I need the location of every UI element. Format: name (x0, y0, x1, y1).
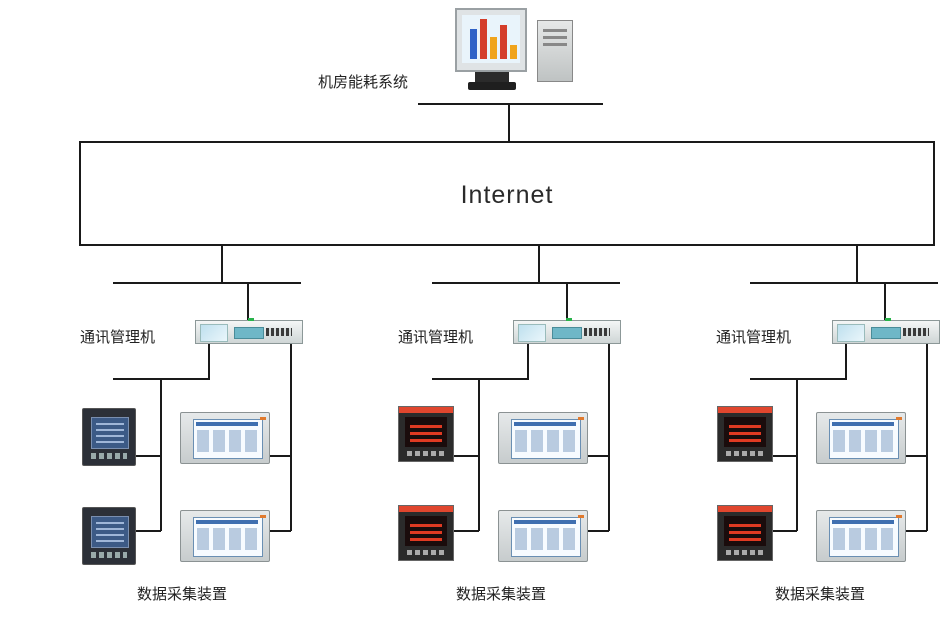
comm-manager-device-icon (195, 318, 303, 344)
monitor-icon (455, 8, 527, 72)
comm-manager-label: 通讯管理机 (716, 328, 792, 346)
pc-tower-icon (537, 20, 573, 82)
comm-manager-device-icon (513, 318, 621, 344)
power-meter-icon (398, 505, 454, 561)
touch-panel-icon (816, 510, 906, 562)
touch-panel-icon (816, 412, 906, 464)
top-bus-line (418, 103, 603, 105)
power-meter-icon (82, 408, 136, 466)
power-meter-icon (717, 505, 773, 561)
comm-manager-label: 通讯管理机 (398, 328, 474, 346)
touch-panel-icon (180, 510, 270, 562)
data-collection-label: 数据采集装置 (775, 585, 866, 603)
top-connector (508, 104, 510, 142)
internet-cloud-box: Internet (79, 141, 935, 246)
power-meter-icon (82, 507, 136, 565)
comm-manager-device-icon (832, 318, 940, 344)
comm-manager-label: 通讯管理机 (80, 328, 156, 346)
touch-panel-icon (498, 510, 588, 562)
power-meter-icon (398, 406, 454, 462)
power-meter-icon (717, 406, 773, 462)
internet-label: Internet (460, 181, 554, 209)
touch-panel-icon (498, 412, 588, 464)
data-collection-label: 数据采集装置 (137, 585, 228, 603)
touch-panel-icon (180, 412, 270, 464)
energy-system-label: 机房能耗系统 (318, 73, 409, 91)
data-collection-label: 数据采集装置 (456, 585, 547, 603)
